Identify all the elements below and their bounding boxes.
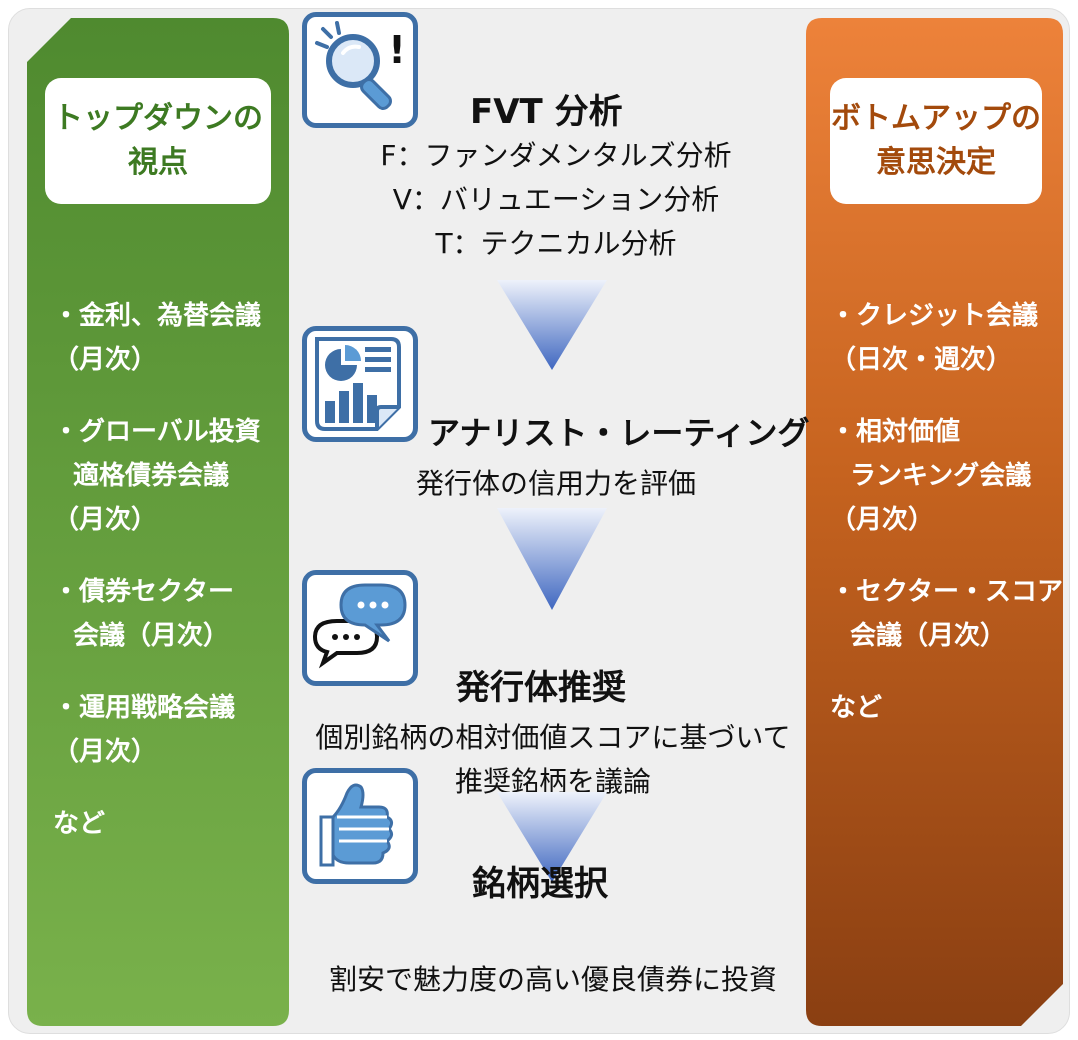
list-item-line: ランキング会議	[850, 461, 1032, 491]
flow-arrow-down-icon	[497, 792, 607, 882]
fvt-analysis-title: FVT 分析	[470, 92, 623, 132]
bottom-up-panel: ボトムアップの 意思決定 ・クレジット会議 （日次・週次） ・相対価値 ランキン…	[806, 18, 1063, 1026]
svg-text:!: !	[388, 28, 405, 72]
top-down-header-line-1: トップダウンの	[53, 101, 263, 136]
list-item-line: ・グローバル投資	[53, 417, 261, 447]
list-item-line: ・相対価値	[830, 417, 961, 447]
analyst-rating-description: 発行体の信用力を評価	[415, 467, 696, 500]
bottom-up-meeting-list: ・クレジット会議 （日次・週次） ・相対価値 ランキング会議 （月次） ・セクタ…	[830, 294, 1063, 730]
fvt-line-f: F：ファンダメンタルズ分析	[380, 139, 732, 172]
list-item-line: ・運用戦略会議	[53, 693, 236, 723]
list-item: ・金利、為替会議 （月次）	[53, 294, 261, 382]
list-item-line: ・金利、為替会議	[53, 301, 262, 331]
flow-arrow-down-icon	[497, 280, 607, 370]
list-item-line: 適格債券会議	[73, 461, 230, 491]
list-item: ・運用戦略会議 （月次）	[53, 686, 261, 774]
list-item-line: （日次・週次）	[830, 345, 1013, 375]
top-down-etc: など	[53, 809, 106, 839]
fvt-line-t: T：テクニカル分析	[435, 227, 677, 260]
bottom-up-header-line-1: ボトムアップの	[831, 101, 1041, 136]
bottom-up-etc: など	[830, 693, 883, 723]
top-down-meeting-list: ・金利、為替会議 （月次） ・グローバル投資 適格債券会議 （月次） ・債券セク…	[53, 294, 261, 846]
list-item-line: （月次）	[53, 505, 158, 535]
list-item-line: 会議（月次）	[850, 621, 1007, 651]
analyst-rating-title: アナリスト・レーティング	[428, 414, 810, 452]
list-item-line: ・クレジット会議	[830, 301, 1039, 331]
top-down-header-line-2: 視点	[128, 145, 188, 180]
flow-arrow-down-icon	[497, 508, 607, 610]
list-item: ・相対価値 ランキング会議 （月次）	[830, 410, 1063, 542]
list-item: ・債券セクター 会議（月次）	[53, 570, 261, 658]
report-chart-icon	[302, 326, 418, 442]
bottom-up-panel-background	[806, 18, 1063, 1026]
list-item-line: ・債券セクター	[53, 577, 234, 607]
issuer-recommendation-title: 発行体推奨	[456, 668, 626, 708]
top-down-header: トップダウンの 視点	[45, 78, 271, 204]
fvt-line-v: V：バリュエーション分析	[392, 183, 720, 216]
list-item-line: ・セクター・スコア	[830, 577, 1063, 607]
speech-bubbles-icon	[302, 570, 418, 686]
security-selection-description: 割安で魅力度の高い優良債券に投資	[328, 963, 777, 996]
magnifier-exclamation-icon: !	[302, 12, 418, 128]
list-item: ・グローバル投資 適格債券会議 （月次）	[53, 410, 261, 542]
security-selection-title: 銘柄選択	[472, 864, 608, 904]
list-item-line: （月次）	[53, 345, 158, 375]
bottom-up-header-line-2: 意思決定	[876, 145, 996, 180]
list-item-line: 会議（月次）	[73, 621, 230, 651]
top-down-panel-background	[27, 18, 289, 1026]
thumbs-up-icon	[302, 768, 418, 884]
issuer-description-line-1: 個別銘柄の相対価値スコアに基づいて	[315, 721, 791, 754]
list-item: ・セクター・スコア 会議（月次）	[830, 570, 1063, 658]
list-item: ・クレジット会議 （日次・週次）	[830, 294, 1063, 382]
fvt-analysis-lines: F：ファンダメンタルズ分析 V：バリュエーション分析 T：テクニカル分析	[346, 134, 766, 266]
list-item-line: （月次）	[830, 505, 935, 535]
top-down-panel: トップダウンの 視点 ・金利、為替会議 （月次） ・グローバル投資 適格債券会議…	[27, 18, 289, 1026]
list-item-line: （月次）	[53, 737, 158, 767]
bottom-up-header: ボトムアップの 意思決定	[830, 78, 1042, 204]
